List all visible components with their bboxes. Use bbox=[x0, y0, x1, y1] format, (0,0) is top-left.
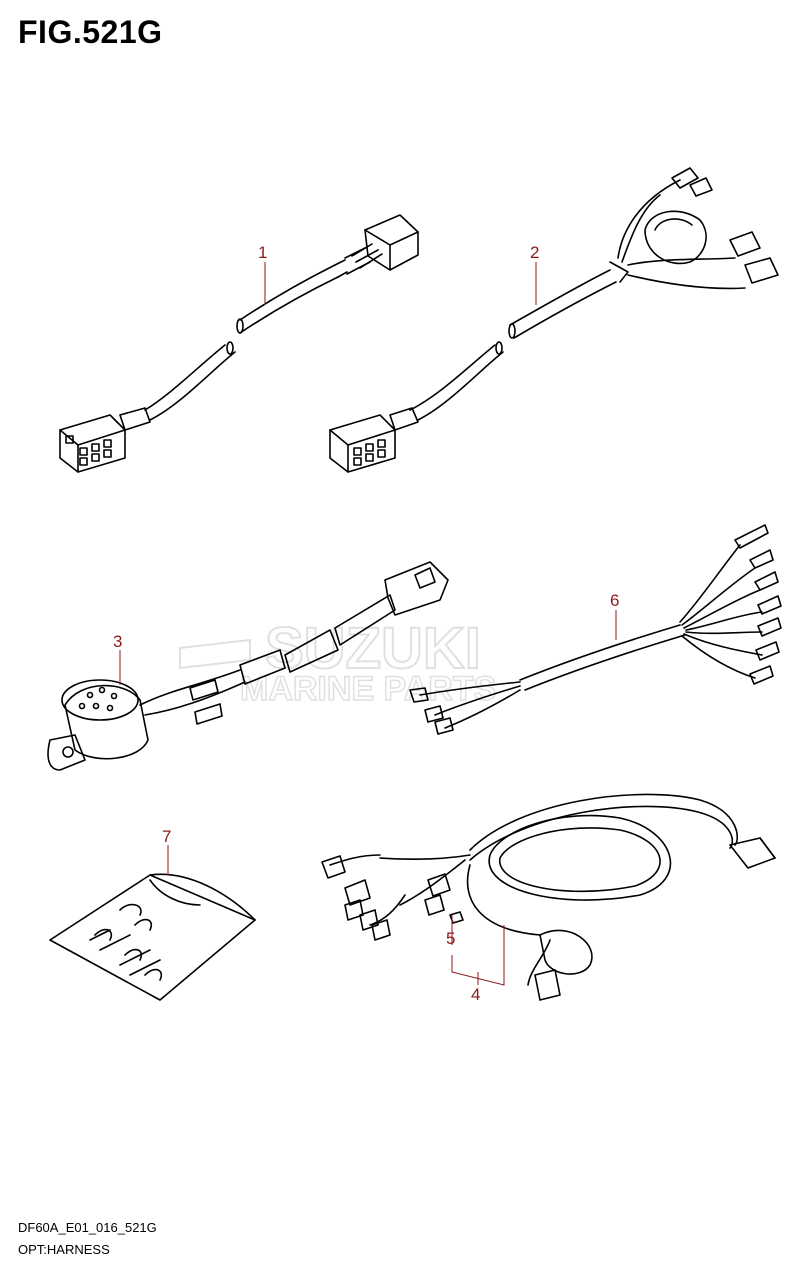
part-6-harness bbox=[409, 524, 782, 735]
callout-7[interactable]: 7 bbox=[162, 827, 171, 846]
figure-title: FIG.521G bbox=[18, 14, 163, 50]
part-4-main-harness bbox=[321, 793, 776, 1001]
part-2-harness bbox=[329, 167, 779, 473]
callout-3[interactable]: 3 bbox=[113, 632, 122, 651]
part-3-buzzer-harness bbox=[47, 561, 449, 771]
figure-caption: OPT:HARNESS bbox=[18, 1242, 110, 1257]
figure-code: DF60A_E01_016_521G bbox=[18, 1220, 157, 1235]
watermark-line2: MARINE PARTS bbox=[240, 670, 496, 708]
callout-1[interactable]: 1 bbox=[258, 243, 267, 262]
callout-5[interactable]: 5 bbox=[446, 929, 455, 948]
part-7-bag bbox=[49, 873, 256, 1001]
callout-2[interactable]: 2 bbox=[530, 243, 539, 262]
part-1-harness bbox=[59, 214, 419, 473]
watermark-brand: SUZUKI bbox=[265, 616, 481, 681]
watermark: SUZUKI MARINE PARTS bbox=[179, 615, 497, 709]
callouts: 1 2 3 4 5 6 7 bbox=[113, 243, 619, 1004]
leader-lines bbox=[119, 262, 617, 986]
callout-6[interactable]: 6 bbox=[610, 591, 619, 610]
callout-4[interactable]: 4 bbox=[471, 985, 480, 1004]
